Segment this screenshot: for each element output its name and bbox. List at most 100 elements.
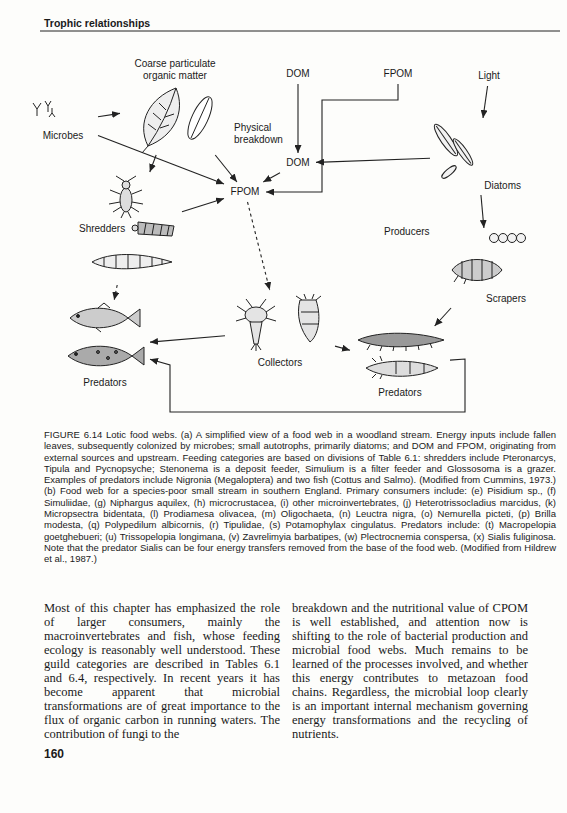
scraper-figure — [454, 259, 492, 284]
scraper-figure — [517, 234, 526, 243]
flow-arrow — [182, 199, 224, 212]
fish-figure — [75, 353, 78, 356]
flow-arrow — [263, 173, 280, 182]
scraper-figure — [490, 234, 499, 243]
caption-area: FIGURE 6.14 Lotic food webs. (a) A simpl… — [44, 429, 556, 565]
flow-arrow — [483, 86, 488, 118]
scraper-figure — [452, 234, 526, 285]
feeding-group: Collectors — [225, 290, 335, 372]
flow-arrow — [98, 113, 120, 116]
text-flow: FIGURE 6.14 Lotic food webs. (a) A simpl… — [44, 429, 556, 761]
node-label: Collectors — [258, 357, 302, 369]
flow-arrow — [297, 84, 298, 153]
header-rule — [40, 31, 560, 32]
collector-figure — [236, 294, 321, 351]
shredder-figure — [144, 223, 169, 236]
leaf-figure — [183, 94, 217, 142]
organic-pool: DOM — [280, 153, 316, 173]
flow-arrow — [98, 135, 224, 183]
organic-pool: FPOM — [224, 182, 266, 202]
collector-figure — [245, 307, 267, 323]
fish-figure — [107, 357, 110, 360]
node-label: Predators — [83, 377, 126, 389]
shredder-figure — [120, 188, 132, 212]
node-label: Microbes — [43, 130, 84, 142]
predator-larva-figure — [366, 361, 438, 376]
flow-arrow — [150, 359, 465, 412]
collector-figure — [250, 322, 262, 344]
body-text: breakdown and the nutritional value of C… — [292, 601, 528, 741]
leaf-figure — [142, 88, 217, 153]
fish-figure — [115, 351, 118, 354]
shredder-figure — [122, 181, 130, 189]
shredder-figure — [104, 255, 162, 269]
body-column: breakdown and the nutritional value of C… — [292, 601, 528, 741]
energy-source: Coarse particulate organic matter — [120, 55, 230, 155]
feeding-group: Predators — [60, 300, 150, 392]
node-label: DOM — [286, 157, 309, 169]
node-label: Predators — [378, 387, 421, 399]
leaf-figure — [144, 88, 180, 146]
flow-arrow — [335, 346, 350, 350]
fish-figure — [132, 347, 144, 365]
diatom-figure — [451, 137, 476, 168]
body-columns: Most of this chapter has emphasized the … — [44, 601, 528, 741]
page-number-area: 160 — [44, 747, 556, 761]
flow-arrow — [316, 158, 430, 162]
scraper-figure — [452, 260, 502, 281]
energy-source: FPOM — [377, 64, 419, 84]
node-label: FPOM — [384, 68, 413, 80]
leaf-figure — [148, 88, 176, 146]
node-label: Coarse particulate organic matter — [125, 58, 225, 82]
predator-larva-figure — [372, 356, 424, 379]
energy-source: Light — [472, 66, 506, 86]
fish-figure — [96, 303, 110, 332]
fish-figure — [128, 309, 140, 327]
flow-arrow — [150, 155, 156, 172]
process-label: Producers — [384, 226, 430, 238]
fish-figure — [70, 308, 128, 328]
energy-source: DOM — [280, 64, 316, 84]
header-rule — [40, 31, 560, 32]
flow-arrow — [266, 84, 398, 192]
node-label: DOM — [286, 68, 309, 80]
node-label: Light — [478, 70, 500, 82]
diatom-figure — [431, 122, 475, 181]
scraper-figure — [508, 234, 517, 243]
node-label: Shredders — [79, 223, 125, 235]
microbe-figure — [45, 101, 51, 112]
fish-figure — [77, 315, 80, 318]
node-label: Scrapers — [486, 293, 526, 305]
figure-caption: FIGURE 6.14 Lotic food webs. (a) A simpl… — [44, 429, 556, 565]
diatom-figure — [440, 164, 458, 180]
fish-figure — [97, 351, 100, 354]
node-label: Diatoms — [484, 180, 521, 192]
leaf-figure — [142, 146, 148, 153]
shredder-figure — [92, 255, 172, 269]
collector-figure — [298, 300, 318, 342]
process-label: Physical breakdown — [234, 122, 294, 146]
scraper-figure — [499, 234, 508, 243]
page-number: 160 — [44, 747, 556, 761]
feeding-group: Scrapers — [445, 228, 530, 308]
organism-group: Microbes — [28, 100, 98, 145]
microbe-figure — [49, 108, 55, 117]
flow-arrow — [481, 195, 484, 228]
node-label: FPOM — [231, 186, 260, 198]
shredder-figure — [109, 176, 143, 218]
organism-group: Diatoms — [430, 118, 525, 195]
feeding-group: Predators — [350, 326, 450, 402]
fish-figure — [68, 303, 144, 366]
microbe-figure — [33, 101, 55, 117]
predator-larva-figure — [367, 343, 432, 351]
fish-figure — [68, 346, 132, 366]
shredder-figure — [132, 225, 138, 231]
flow-arrow — [248, 202, 270, 290]
shredder-figure — [138, 222, 174, 236]
flow-arrow — [435, 308, 451, 326]
running-header: Trophic relationships — [44, 17, 150, 29]
diatom-figure — [455, 141, 471, 164]
collector-figure — [236, 299, 276, 351]
flow-arrow — [114, 285, 117, 300]
